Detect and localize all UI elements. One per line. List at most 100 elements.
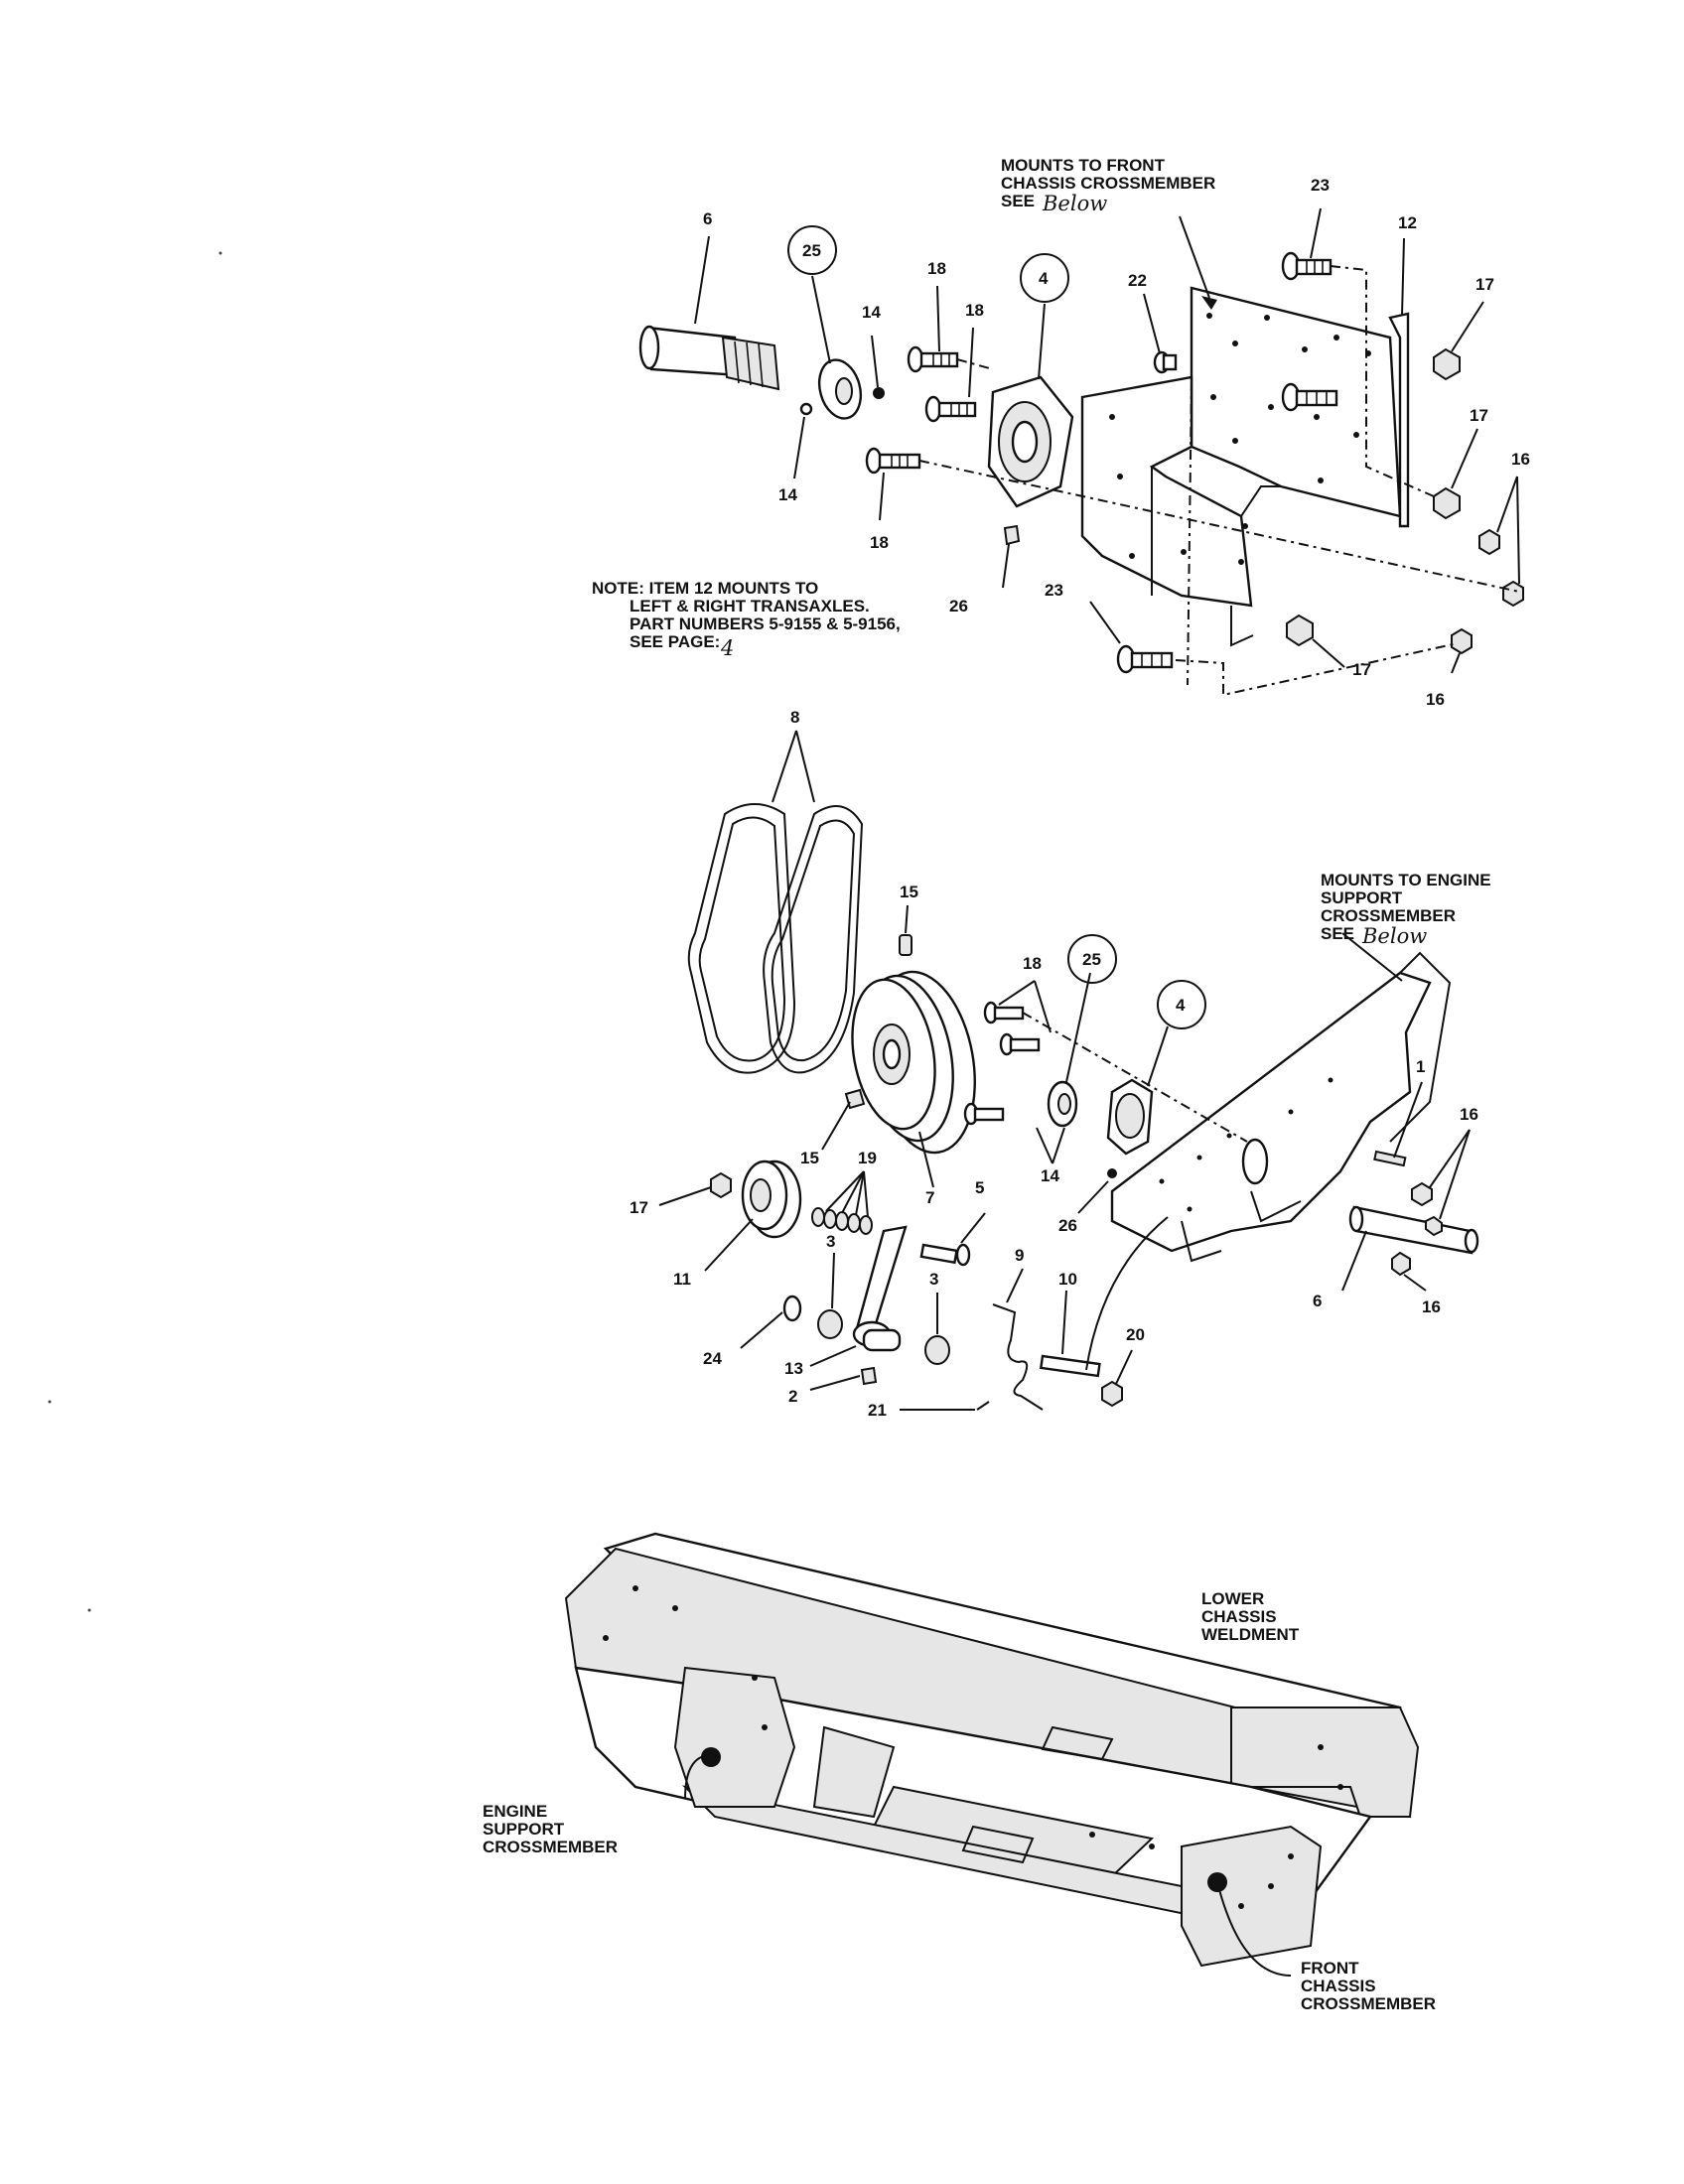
handwritten-note: 4 bbox=[720, 636, 734, 660]
label-24: 24 bbox=[703, 1349, 722, 1368]
scan-speck bbox=[218, 251, 222, 255]
callout-circle bbox=[787, 225, 837, 275]
callout-line: MOUNTS TO FRONT bbox=[1001, 156, 1166, 175]
label-25: 25 bbox=[1082, 950, 1101, 969]
arrowhead bbox=[1201, 296, 1217, 310]
drive-shaft-part bbox=[1348, 1205, 1479, 1255]
handwritten-note: Below bbox=[1361, 924, 1427, 948]
pivot-pin-part bbox=[1039, 1354, 1101, 1378]
hex-nut-part bbox=[1433, 486, 1461, 520]
lock-nut-part bbox=[1411, 1181, 1433, 1207]
carriage-bolt-part bbox=[907, 345, 959, 373]
label-6: 6 bbox=[703, 209, 712, 228]
label-14: 14 bbox=[862, 303, 881, 322]
label-21: 21 bbox=[868, 1401, 887, 1420]
drive-shaft-part bbox=[638, 325, 780, 391]
idler-pulley-part bbox=[741, 1160, 802, 1239]
label-3: 3 bbox=[929, 1270, 938, 1289]
callout-line: LOWER bbox=[1201, 1589, 1264, 1608]
lower-chassis-callout: LOWER CHASSIS WELDMENT bbox=[1201, 1589, 1300, 1644]
leader-line bbox=[684, 1754, 710, 1800]
hex-nut-part bbox=[710, 1171, 732, 1199]
top-assembly bbox=[638, 207, 1524, 697]
callout-line: WELDMENT bbox=[1201, 1625, 1300, 1644]
label-14: 14 bbox=[778, 485, 797, 504]
carriage-bolt-part bbox=[983, 1001, 1025, 1024]
label-17: 17 bbox=[630, 1198, 648, 1217]
front-chassis-callout: FRONT CHASSIS CROSSMEMBER bbox=[1301, 1959, 1436, 2013]
bushing-part bbox=[924, 1335, 950, 1365]
callout-line: MOUNTS TO ENGINE bbox=[1321, 871, 1491, 889]
carriage-bolt-part bbox=[865, 447, 921, 475]
label-16: 16 bbox=[1422, 1297, 1441, 1316]
flange-bearing-part bbox=[1106, 1078, 1154, 1156]
callout-line: CROSSMEMBER bbox=[1301, 1994, 1436, 2013]
leader-lines bbox=[658, 730, 1471, 1411]
key-part bbox=[899, 934, 912, 956]
label-17: 17 bbox=[1352, 660, 1371, 679]
label-4: 4 bbox=[1176, 996, 1186, 1015]
label-16: 16 bbox=[1460, 1105, 1478, 1124]
label-19: 19 bbox=[858, 1149, 877, 1167]
callout-line: FRONT bbox=[1301, 1959, 1359, 1978]
label-18: 18 bbox=[1023, 954, 1042, 973]
carriage-bolt-part bbox=[963, 1102, 1005, 1126]
assembly-line bbox=[1187, 380, 1193, 686]
torsion-spring-part bbox=[992, 1303, 1044, 1411]
idler-arm-part bbox=[852, 1225, 908, 1352]
callout-circle bbox=[1020, 253, 1069, 303]
lock-nut-part bbox=[1451, 627, 1473, 655]
flange-bearing-part bbox=[987, 375, 1074, 508]
callout-line: SUPPORT bbox=[1321, 888, 1403, 907]
callout-line: CHASSIS bbox=[1201, 1607, 1277, 1626]
item12-note: NOTE: ITEM 12 MOUNTS TO LEFT & RIGHT TRA… bbox=[592, 579, 901, 660]
callout-line: SEE bbox=[1001, 192, 1035, 210]
lower-chassis-illustration bbox=[564, 1532, 1420, 1977]
leader-lines bbox=[694, 207, 1520, 674]
pin-part bbox=[1153, 350, 1178, 374]
callout-line: CHASSIS bbox=[1301, 1977, 1376, 1995]
label-14: 14 bbox=[1041, 1166, 1059, 1185]
scan-speck bbox=[48, 1400, 52, 1404]
label-2: 2 bbox=[788, 1387, 797, 1406]
middle-assembly-labels: 8 15 18 25 4 15 14 26 1 16 16 6 17 19 7 … bbox=[630, 708, 1478, 1420]
label-23: 23 bbox=[1311, 176, 1330, 195]
middle-assembly bbox=[658, 730, 1479, 1411]
set-screw-part bbox=[799, 402, 813, 416]
lock-nut-part bbox=[1502, 580, 1524, 608]
washer-part bbox=[782, 1295, 802, 1322]
label-26: 26 bbox=[1058, 1216, 1077, 1235]
bushing-part bbox=[817, 1309, 843, 1339]
label-18: 18 bbox=[870, 533, 889, 552]
label-16: 16 bbox=[1511, 450, 1530, 469]
note-line: PART NUMBERS 5-9155 & 5-9156, bbox=[630, 614, 901, 633]
engine-support-callout: ENGINE SUPPORT CROSSMEMBER bbox=[483, 1802, 618, 1856]
label-25: 25 bbox=[802, 241, 821, 260]
engine-support-bracket-part bbox=[1110, 951, 1452, 1263]
carriage-bolt-part bbox=[1281, 382, 1338, 412]
callout-circle bbox=[1157, 980, 1206, 1029]
label-18: 18 bbox=[927, 259, 946, 278]
callout-line: CROSSMEMBER bbox=[1321, 906, 1456, 925]
rivet-holes bbox=[603, 1585, 1343, 1909]
hex-nut-part bbox=[1286, 614, 1314, 647]
engine-mount-callout: MOUNTS TO ENGINE SUPPORT CROSSMEMBER SEE… bbox=[1321, 871, 1491, 948]
bearing-part bbox=[1057, 1093, 1071, 1115]
callout-line: CROSSMEMBER bbox=[483, 1838, 618, 1856]
lock-nut-part bbox=[1425, 1215, 1443, 1237]
callout-line: SUPPORT bbox=[483, 1820, 565, 1839]
label-16: 16 bbox=[1426, 690, 1445, 709]
label-23: 23 bbox=[1045, 581, 1063, 600]
note-line: NOTE: ITEM 12 MOUNTS TO bbox=[592, 579, 818, 598]
double-pulley-part bbox=[851, 970, 976, 1155]
label-17: 17 bbox=[1470, 406, 1488, 425]
front-mount-callout: MOUNTS TO FRONT CHASSIS CROSSMEMBER SEE … bbox=[1001, 156, 1215, 215]
assembly-line bbox=[918, 460, 1520, 593]
label-11: 11 bbox=[673, 1270, 691, 1289]
label-18: 18 bbox=[965, 301, 984, 320]
roll-pin-part bbox=[1373, 1150, 1407, 1167]
carriage-bolt-part bbox=[924, 395, 977, 423]
hex-nut-part bbox=[1433, 347, 1461, 381]
label-6: 6 bbox=[1313, 1292, 1322, 1310]
label-4: 4 bbox=[1039, 269, 1049, 288]
